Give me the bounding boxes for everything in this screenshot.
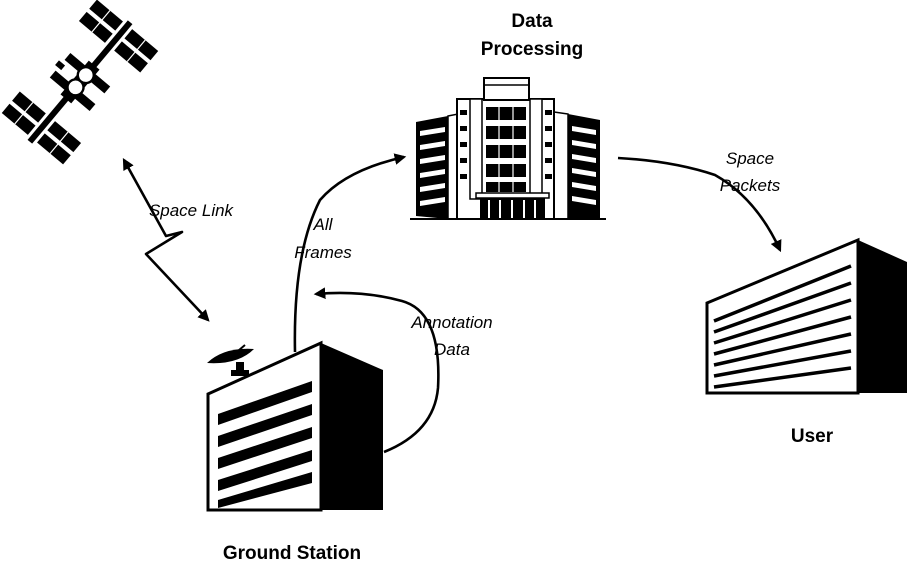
annotation-data-arrow [313, 287, 440, 454]
office-building-icon [410, 77, 606, 220]
data-processing-label-line1: Data [511, 11, 553, 32]
all-frames-arrow [293, 153, 407, 353]
all-frames-label-line2: Frames [294, 243, 352, 262]
building-icon [705, 237, 907, 395]
satellite-dish-icon [207, 344, 254, 376]
ground-station-building-icon [206, 340, 383, 512]
space-link-arrow [122, 157, 210, 322]
user-label: User [791, 426, 834, 447]
space-link-label: Space Link [149, 201, 235, 220]
data-processing-label-line2: Processing [481, 39, 583, 60]
annotation-data-label-line2: Data [434, 340, 470, 359]
annotation-data-label-line1: Annotation [410, 313, 492, 332]
space-packets-label-line2: Packets [720, 176, 781, 195]
space-packets-label-line1: Space [726, 149, 774, 168]
ground-station-label: Ground Station [223, 543, 361, 564]
space-packets-arrow [617, 156, 782, 253]
satellite-icon [1, 0, 159, 165]
all-frames-label-line1: All [313, 215, 334, 234]
